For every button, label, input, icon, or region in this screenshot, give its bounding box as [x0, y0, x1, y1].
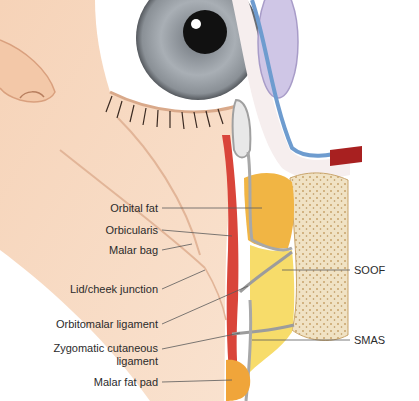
- septum: [248, 152, 292, 250]
- soof-fat: [250, 245, 294, 372]
- face-contours: [60, 150, 205, 268]
- leader-lines: [162, 208, 262, 209]
- septum: [248, 152, 292, 250]
- face-contours: [205, 268, 226, 320]
- leader-lines: [162, 208, 350, 382]
- part-label: SOOF: [354, 264, 385, 277]
- tarsus: [233, 100, 251, 158]
- part-label: Orbitomalar ligament: [56, 318, 158, 331]
- leader-lines: [162, 380, 232, 382]
- leader-lines: [162, 244, 192, 250]
- part-label: Malar fat pad: [94, 376, 158, 389]
- leader-lines: [162, 230, 232, 236]
- part-label: Orbital fat: [110, 202, 158, 215]
- orbicularis-muscle: [222, 135, 240, 385]
- part-label: Malar bag: [109, 244, 158, 257]
- part-label: Lid/cheek junction: [70, 283, 158, 296]
- leader-lines: [252, 340, 350, 341]
- soof-fat: [250, 245, 294, 372]
- bone: [290, 173, 348, 341]
- part-label: Orbicularis: [105, 224, 158, 237]
- eye: [183, 10, 227, 54]
- eye: [110, 92, 240, 112]
- nose: [0, 40, 55, 102]
- leader-lines: [162, 286, 248, 324]
- globe: [232, 0, 362, 179]
- bone: [290, 173, 348, 341]
- part-label: SMAS: [354, 334, 385, 347]
- face-contours: [60, 118, 226, 320]
- leader-lines: [162, 333, 240, 349]
- leader-lines: [162, 270, 205, 289]
- leader-lines: [282, 270, 350, 271]
- nose: [20, 92, 44, 98]
- eye: [191, 19, 201, 29]
- globe: [330, 146, 362, 166]
- globe: [252, 0, 352, 156]
- ligaments: [232, 325, 294, 334]
- orbicularis-muscle: [222, 135, 240, 385]
- nose: [0, 40, 55, 102]
- tarsus: [233, 100, 251, 158]
- part-label: Zygomatic cutaneous ligament: [46, 342, 158, 368]
